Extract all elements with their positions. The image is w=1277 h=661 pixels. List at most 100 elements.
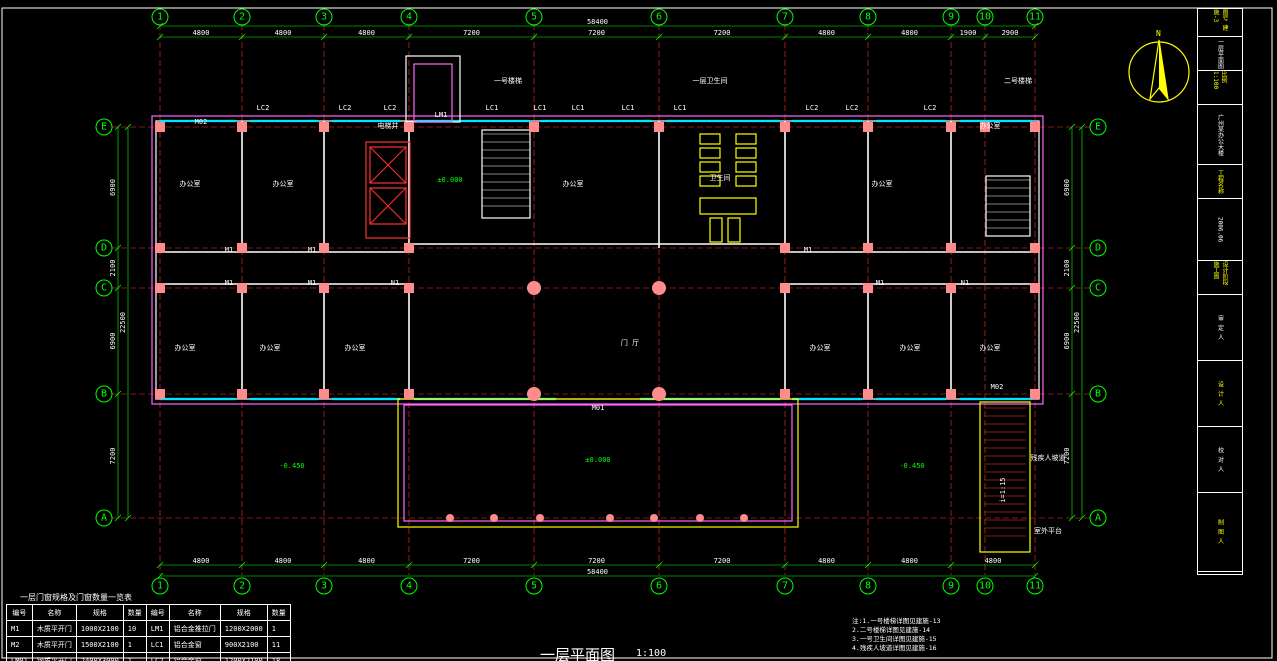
door-label: N1 [391, 279, 399, 287]
dim-left-segments-text: 6900 [109, 333, 117, 350]
door-label: M1 [804, 246, 812, 254]
plan-labels: 办公室办公室电梯井办公室卫生间办公室办公室办公室办公室办公室门 厅办公室办公室办… [175, 76, 1066, 535]
round-column [527, 387, 541, 401]
axis-label-top: 1 [157, 12, 163, 23]
column [863, 283, 873, 293]
column [1030, 389, 1040, 399]
dim-right-segments-text: 6900 [1063, 179, 1071, 196]
window-label: LC2 [846, 104, 859, 112]
door-table-header-cell: 编号 [145, 604, 170, 621]
dim-left-segments-tick [114, 284, 122, 292]
axis-label-right: D [1095, 243, 1101, 254]
door-table-cell: 铝合金窗 [168, 652, 221, 661]
axis-bubble-right [1089, 385, 1107, 403]
dim-left-segments-text: 6900 [109, 179, 117, 196]
note-line: 4.残疾人坡道详图见建施-16 [852, 644, 937, 652]
room-label-office-8: 办公室 [900, 343, 921, 352]
door-label: LM1 [435, 111, 448, 119]
door-table-header-cell: 数量 [122, 604, 147, 621]
dim-bottom-segments-tick [781, 561, 789, 569]
axis-bubble-top [400, 8, 418, 26]
dim-right-segments-tick [1068, 514, 1076, 522]
axis-bubble-top [650, 8, 668, 26]
elevator-car-2 [369, 187, 407, 225]
round-column [446, 514, 454, 522]
round-column [536, 514, 544, 522]
building-outline-outer [151, 115, 1044, 405]
door-label: M02 [991, 383, 1004, 391]
building-outline [155, 120, 1040, 400]
axis-bubble-bottom [776, 577, 794, 595]
door-label: M1 [225, 246, 233, 254]
drawing-border [1, 7, 1273, 659]
annotation-platform: 室外平台 [1034, 526, 1062, 535]
dim-left-overall-tick [124, 514, 132, 522]
dim-top-segments-text: 4800 [901, 29, 918, 37]
column [1030, 283, 1040, 293]
column [404, 283, 414, 293]
round-column [650, 514, 658, 522]
toilet-fixture [699, 147, 721, 159]
door-table-cell: M1 [6, 620, 33, 637]
dim-bottom-overall-text: 58400 [587, 568, 608, 576]
dim-top-overall-tick [1031, 22, 1039, 30]
door-table-cell: LC2 [145, 652, 170, 661]
door-table-header-cell: 编号 [6, 604, 33, 621]
dim-top-overall-text: 58400 [587, 18, 608, 26]
window-label: LC2 [806, 104, 819, 112]
room-label-office-6: 办公室 [260, 343, 281, 352]
column [237, 283, 247, 293]
round-column [527, 281, 541, 295]
axis-bubble-top [315, 8, 333, 26]
door-table-cell: 11 [266, 636, 291, 653]
toilet-stall [727, 217, 741, 243]
column [654, 122, 664, 132]
title-block-cell: 审 定 人 [1198, 295, 1242, 361]
dim-right-overall-text: 22500 [1073, 312, 1081, 333]
dim-right-segments-tick [1068, 284, 1076, 292]
elevation-entrance: ±0.000 [585, 456, 610, 464]
dim-left-overall-tick [124, 123, 132, 131]
dim-right-segments-tick [1068, 244, 1076, 252]
door-table-header-cell: 规格 [219, 604, 268, 621]
annotation-ramp: 残疾人坡道 [1031, 453, 1066, 462]
door-table-cell: M2 [6, 636, 33, 653]
room-label-lobby: 门 厅 [621, 338, 639, 347]
door-table-cell: 铝合金推拉门 [168, 620, 221, 637]
title-block-cell: 图号 建施-3 [1198, 9, 1242, 37]
dim-bottom-overall-tick [1031, 572, 1039, 580]
toilet-fixture [735, 133, 757, 145]
door-label: M1 [308, 279, 316, 287]
axis-bubble-bottom [942, 577, 960, 595]
column [155, 243, 165, 253]
dim-top-segments-text: 4800 [193, 29, 210, 37]
room-label-office-4: 办公室 [872, 179, 893, 188]
axis-bubble-bottom [1026, 577, 1044, 595]
column [404, 243, 414, 253]
dim-right-segments-text: 6900 [1063, 333, 1071, 350]
door-label: M1 [876, 279, 884, 287]
door-table-header-cell: 数量 [266, 604, 291, 621]
round-column [696, 514, 704, 522]
dim-top-segments-tick [1031, 33, 1039, 41]
axis-label-top: 10 [979, 12, 991, 23]
room-label-elevator: 电梯井 [378, 121, 399, 130]
dim-bottom-segments-text: 7200 [588, 557, 605, 565]
round-column [606, 514, 614, 522]
dim-left-segments-tick [114, 244, 122, 252]
axis-label-left: E [101, 122, 107, 133]
title-block-cell: 校 对 人 [1198, 427, 1242, 493]
round-column [652, 387, 666, 401]
dim-bottom-segments-text: 7200 [463, 557, 480, 565]
dim-left-segments-text: 7200 [109, 448, 117, 465]
title-block-cell: 广州某办公大楼 [1198, 105, 1242, 165]
door-table-cell: 2400X3000 [75, 652, 124, 661]
elevation-outdoor-left: -0.450 [279, 462, 304, 470]
door-label: M1 [225, 279, 233, 287]
door-table-cell: 1200X2100 [219, 652, 268, 661]
